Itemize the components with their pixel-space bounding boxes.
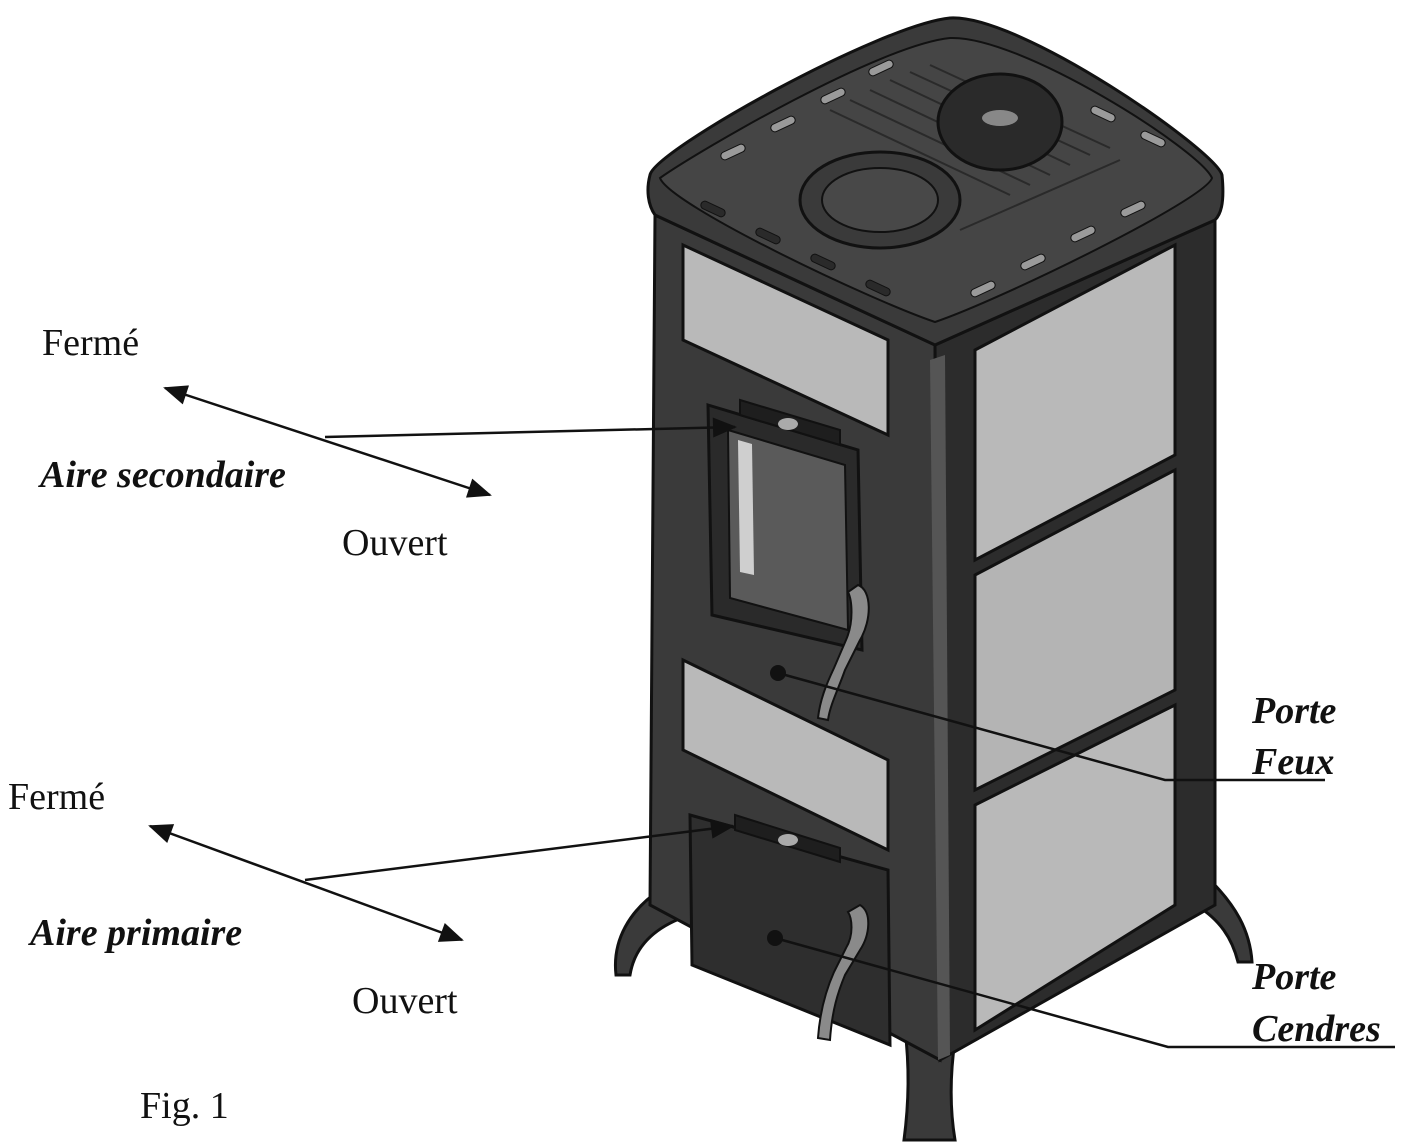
primary-air-pointer (304, 818, 735, 882)
primary-air-open-label: Ouvert (352, 980, 458, 1022)
primary-air-closed-label: Fermé (8, 776, 106, 818)
ash-door-marker-dot (767, 930, 783, 946)
fire-door-glass (726, 428, 850, 632)
ash-door-leader (774, 936, 1395, 1049)
fire-door-leader (777, 671, 1325, 782)
side-tile-lower (973, 702, 1177, 1033)
fire-door-glass-highlight (738, 440, 754, 575)
ash-door-label-line1: Porte (1252, 956, 1337, 998)
primary-air-label: Aire primaire (30, 912, 243, 954)
side-tile-middle (973, 467, 1177, 793)
secondary-air-label: Aire secondaire (40, 454, 286, 496)
ash-door-handle (816, 903, 870, 1042)
front-tile-lower (681, 657, 890, 853)
figure-caption: Fig. 1 (140, 1085, 229, 1127)
primary-air-direction-arrow (148, 824, 464, 942)
secondary-air-open-label: Ouvert (342, 522, 448, 564)
stove (613, 16, 1254, 1142)
fire-door-handle (816, 583, 870, 722)
secondary-air-direction-arrow (163, 385, 492, 498)
secondary-air-closed-label: Fermé (42, 322, 140, 364)
secondary-air-pointer (324, 417, 737, 439)
annotations (148, 385, 1395, 1049)
fire-door-label-line1: Porte (1252, 690, 1337, 732)
side-tile-upper (973, 242, 1177, 563)
fire-door-label-line2: Feux (1252, 741, 1335, 783)
front-tile-upper (681, 242, 890, 438)
fire-door-marker-dot (770, 665, 786, 681)
ash-door-label-line2: Cendres (1252, 1008, 1381, 1050)
